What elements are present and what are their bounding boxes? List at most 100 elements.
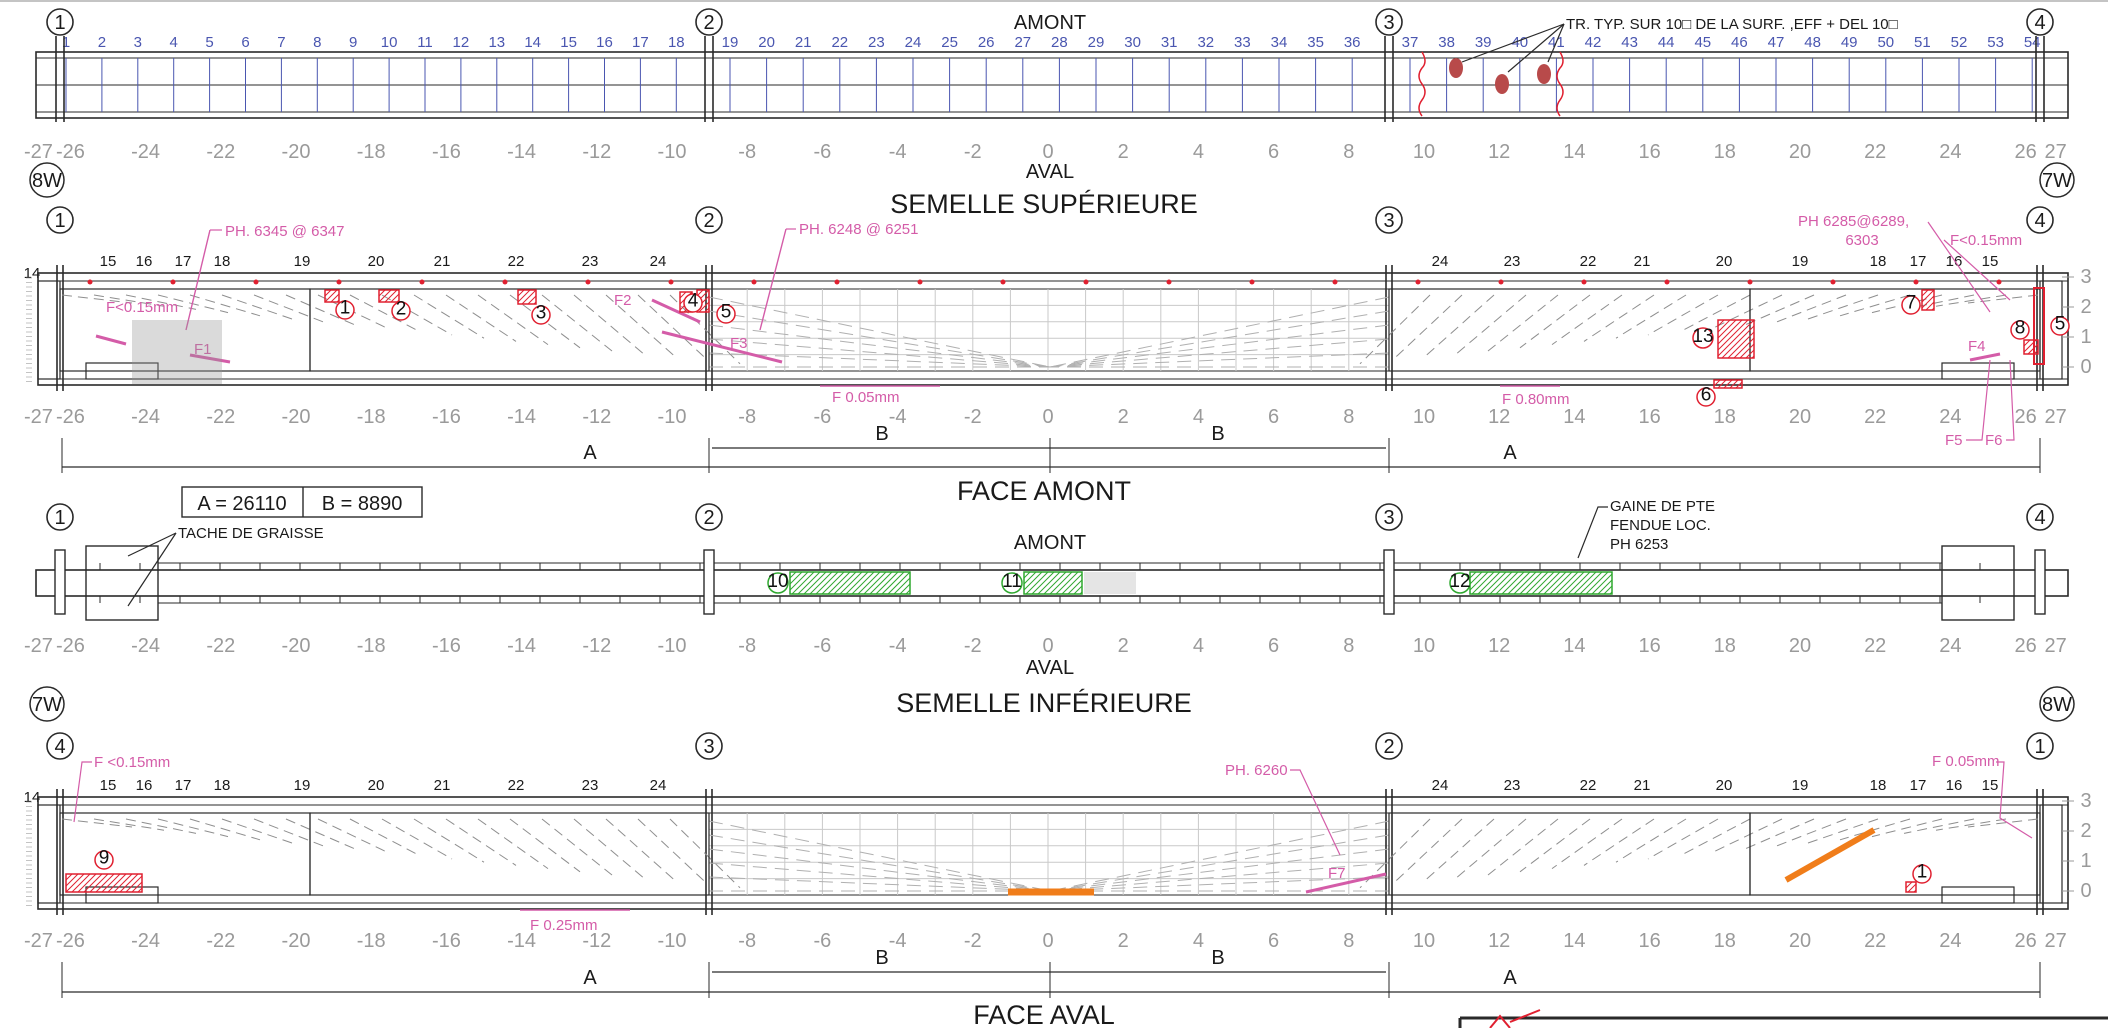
strand-line [285,818,357,850]
strand-line [93,294,165,307]
f3-label: F3 [730,335,748,352]
hatch-line [881,571,905,595]
axis-tick-label: 27 [2044,406,2066,428]
axis-tick-label: 20 [1789,635,1811,657]
strand-line [477,818,549,870]
tag-8w-bottom-circle [2039,686,2075,722]
axis-tick-label: -12 [582,635,611,657]
rib-number: 24 [1432,253,1449,270]
station-number: 5 [205,34,213,51]
axis-tick-label: -22 [206,635,235,657]
defect-dot [1996,279,2002,285]
rib-number: 15 [1982,253,1999,270]
axis-tick-label: 24 [1939,141,1961,163]
defect-dot [1415,279,1421,285]
hatch-line [65,873,73,881]
axis-tick-label: 16 [1638,406,1660,428]
leader [1290,769,1341,856]
defect-dot [502,279,508,285]
dim-b-left: B [875,423,888,445]
station-number: 37 [1402,34,1419,51]
f4-label: F4 [1968,338,1986,355]
axis-marker-3-face: 3 [1383,210,1394,232]
hatch-line [1477,571,1501,595]
hatch-line [1751,355,1755,359]
hatch-line [1495,571,1519,595]
hatch-line [1905,881,1913,889]
hatch-line [1469,571,1477,579]
tag-7w: 7W [2042,170,2072,192]
axis-tick-label: -22 [206,141,235,163]
axis-marker-4-plan: 4 [2034,507,2045,529]
typical-crack-note: TR. TYP. SUR 10□ DE LA SURF. ,EFF + DEL … [1566,16,1898,33]
defect-number-7: 7 [1906,292,1917,313]
dimension-legend-box [181,486,423,518]
axis-tick-label: 2 [1118,930,1129,952]
defect-10-hatch [789,571,911,595]
leader [127,532,177,557]
defect-13-hatch [1717,319,1755,359]
right-scale-label: 3 [2080,266,2091,288]
tendon-line [708,324,1051,368]
hatch-line [89,873,109,893]
defect-number-6-circle [1696,387,1716,407]
orange-repair-line [1784,827,1876,883]
hatch-line [65,873,85,893]
strand-line [1935,818,2007,831]
station-number: 33 [1234,34,1251,51]
hatch-line [789,571,809,591]
axis-tick-label: 8 [1343,141,1354,163]
rib-number: 22 [508,777,525,794]
axis-marker-3-plan: 3 [1383,507,1394,529]
station-number: 11 [417,34,433,51]
dim-b-left: B [875,947,888,969]
break-mark [1556,51,1564,117]
hatch-line [887,571,911,595]
defect-dot [917,279,923,285]
defect-number-11: 11 [1002,571,1022,592]
defect-number-6: 6 [1701,384,1712,405]
hatch-line [125,875,143,893]
rib-number: 23 [582,253,599,270]
hatch-line [1921,295,1935,309]
tag-8w-circle [29,162,65,198]
f005-aval-label: F 0.05mm [1932,753,2000,770]
defect-8 [2023,339,2039,355]
axis-tick-label: 12 [1488,406,1510,428]
hatch-line [390,293,400,303]
rib-number: 16 [136,253,153,270]
defect-number-9-circle [94,850,114,870]
station-number: 35 [1307,34,1324,51]
axis-tick-label: 20 [1789,141,1811,163]
hatch-line [1501,571,1525,595]
tendon-line [1049,848,1390,892]
axis-marker-2-aval-circle [1375,732,1403,760]
rib-number: 22 [508,253,525,270]
axis-tick-label: 18 [1714,141,1736,163]
strand-line [93,818,165,831]
strand-line [1359,294,1431,365]
defect-number-8-circle [2010,320,2030,340]
hatch-line [1585,571,1609,595]
leader-line [1547,23,1565,63]
defect-2-hatch [378,289,400,303]
axis-tick-label: -6 [814,635,832,657]
defect-9 [65,873,143,893]
strand-line [1903,818,1975,834]
hatch-line [521,289,537,305]
strand-line [1967,294,2039,304]
aval-label-2: AVAL [1026,657,1074,679]
hatch-line [1745,349,1755,359]
defect-dot [1830,279,1836,285]
f6-label: F6 [1985,432,2003,449]
axis-tick-label: -22 [206,930,235,952]
defect-number-1-aval-circle [1912,864,1932,884]
station-number: 49 [1841,34,1858,51]
axis-tick-label: -4 [889,635,907,657]
rib-number: 20 [1716,777,1733,794]
tendon-line [1049,834,1390,892]
tendon-line [708,876,1051,892]
station-number: 9 [349,34,357,51]
hatch-line [1537,571,1561,595]
strand-line [541,294,613,352]
